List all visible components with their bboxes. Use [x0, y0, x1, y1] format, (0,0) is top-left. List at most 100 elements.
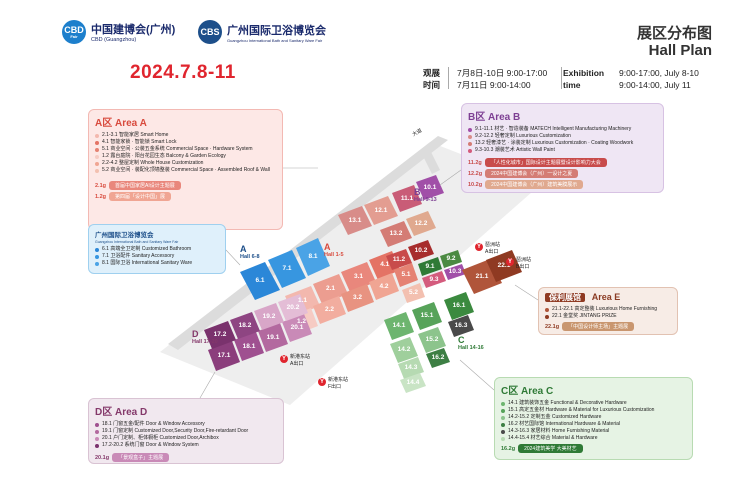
- panel-area-a-title: A区 Area A: [95, 118, 147, 129]
- booth-16-1-label: 16.1: [452, 302, 466, 309]
- schedule-en-value-2: 9:00-14:00, July 11: [619, 80, 691, 90]
- booth-9-2[interactable]: [440, 250, 462, 268]
- booth-21-1-label: 21.1: [475, 272, 489, 280]
- booth-18-1[interactable]: [234, 332, 264, 361]
- booth-9-1[interactable]: [418, 257, 442, 276]
- area-b-item: 9.2-12.2 轻奢定制 Luxurious Customization: [468, 133, 657, 140]
- booth-20-2[interactable]: [278, 294, 308, 321]
- booth-16-1[interactable]: [444, 292, 474, 320]
- booth-14-3[interactable]: [398, 357, 424, 379]
- area-a-item: 2.2-4.2 整屋定制 Whole House Customization: [95, 160, 276, 167]
- plan-title-cn: 展区分布图: [636, 25, 712, 42]
- area-a-item: 5.1 商业空间 · 公装五金系统 Commercial Space · Har…: [95, 146, 276, 153]
- schedule-en-label-1: Exhibition: [563, 68, 605, 78]
- booth-16-3[interactable]: [448, 315, 474, 337]
- booth-17-1[interactable]: [208, 341, 240, 371]
- cbs-badge-text: CBS: [200, 26, 220, 37]
- booth-15-1-label: 15.1: [420, 312, 434, 319]
- booth-12-2[interactable]: [406, 211, 436, 236]
- booth-19-1[interactable]: [258, 323, 288, 352]
- area-c-item: 14.2-15.2 定制五金 Customized Hardware: [501, 414, 686, 421]
- area-a-item: 4.1 智能家锁 · 智能锁 Smart Lock: [95, 139, 276, 146]
- booth-5-2[interactable]: [402, 283, 425, 303]
- hall-label-d-sub: Hall 17-20: [192, 339, 218, 345]
- panel-area-g-subtitle: Guangzhou International Bath and Sanitar…: [95, 240, 179, 244]
- booth-9-3[interactable]: [422, 271, 446, 288]
- hall-label-d-letter: D: [192, 329, 199, 339]
- panel-area-e-title: 保利展馆 Area E: [545, 292, 671, 303]
- booth-1-2-label: 1.2: [296, 318, 307, 325]
- booth-10-1[interactable]: [416, 175, 444, 200]
- schedule-divider-2: [561, 67, 562, 89]
- booth-15-2-label: 15.2: [425, 336, 439, 343]
- booth-6-1-label: 6.1: [255, 277, 265, 284]
- booth-3-1[interactable]: [341, 262, 376, 292]
- booth-10-3[interactable]: [444, 264, 466, 280]
- booth-12-1[interactable]: [364, 196, 398, 225]
- booth-17-2[interactable]: [204, 321, 236, 349]
- panel-area-a: A区 Area A 2.1-3.1 智能家居 Smart Home 4.1 智能…: [88, 109, 283, 230]
- booth-11-1-label: 11.1: [400, 194, 414, 202]
- booth-2-1[interactable]: [313, 274, 348, 304]
- booth-11-1[interactable]: [392, 185, 422, 212]
- area-b-item: 9.1-11.1 材艺 · 智造装备 MATECH Intelligent Ma…: [468, 126, 657, 133]
- booth-22-1[interactable]: [486, 250, 522, 282]
- hall-label-a-sub: Hall 1-5: [324, 252, 344, 258]
- schedule-cn-value-2: 7月11日 9:00-14:00: [457, 80, 531, 90]
- booth-5-1-label: 5.1: [401, 271, 411, 278]
- panel-area-g-title: 广州国际卫浴博览会: [95, 232, 154, 239]
- booth-19-1-label: 19.1: [266, 333, 280, 341]
- booth-4-2[interactable]: [369, 273, 399, 300]
- cbd-badge-text: CBD: [64, 24, 84, 35]
- booth-11-2[interactable]: [386, 249, 412, 270]
- area-e-item: 21.1-22.1 高定整装 Luxurious Home Furnishing: [545, 306, 671, 313]
- cbs-name-en: Guangzhou International Bath and Sanitar…: [227, 37, 323, 43]
- booth-3-2[interactable]: [341, 284, 374, 312]
- area-c-item: 14.4-15.4 材艺综合 Material & Hardware: [501, 435, 686, 442]
- booth-8-1[interactable]: [296, 238, 330, 276]
- hall-group-a: [285, 251, 425, 336]
- booth-5-1[interactable]: [394, 263, 418, 287]
- panel-area-e-title-tag: 保利展馆: [545, 293, 585, 302]
- booth-10-2[interactable]: [408, 240, 434, 261]
- area-b-tag: 11.2g「人性化城市」国际设计主题展暨设计影响力大会: [468, 158, 657, 167]
- booth-18-2[interactable]: [230, 312, 260, 339]
- hall-label-g-letter: A: [240, 244, 247, 254]
- leader-line-d: [199, 371, 216, 399]
- booth-8-1-label: 8.1: [308, 253, 318, 260]
- booth-14-4[interactable]: [400, 373, 426, 393]
- booth-6-1[interactable]: [240, 262, 280, 300]
- booth-13-1-label: 13.1: [348, 216, 362, 224]
- panel-area-c-title: C区 Area C: [501, 386, 554, 397]
- booth-7-1[interactable]: [268, 250, 306, 288]
- hall-group-c: [384, 292, 474, 393]
- area-b-item: 13.2 轻奢漆艺 · 涂装定制 Luxurious Customization…: [468, 140, 657, 147]
- booth-13-1[interactable]: [338, 206, 372, 235]
- booth-3-1-label: 3.1: [353, 273, 364, 280]
- booth-12-2-label: 12.2: [414, 219, 428, 227]
- area-a-item: 1.2 露台庭院 · 阳台花园生态 Balcony & Garden Ecolo…: [95, 153, 276, 160]
- panel-area-g: 广州国际卫浴博览会 Guangzhou International Bath a…: [88, 224, 226, 274]
- hall-group-e: [462, 250, 522, 294]
- booth-14-4-label: 14.4: [406, 379, 420, 386]
- area-d-item: 19.1 门窗定制 Customized Door,Security Door,…: [95, 428, 277, 435]
- booth-15-2[interactable]: [418, 327, 446, 353]
- area-d-item: 18.1 门窗五金/配件 Door & Window Accessory: [95, 421, 277, 428]
- booth-20-1[interactable]: [282, 314, 312, 342]
- panel-area-b-title: B区 Area B: [468, 112, 521, 123]
- booth-2-2[interactable]: [313, 296, 346, 324]
- booth-13-2[interactable]: [380, 221, 412, 247]
- booth-16-2[interactable]: [426, 348, 450, 368]
- panel-area-c: C区 Area C 14.1 建筑装饰五金 Functional & Decor…: [494, 377, 693, 460]
- side-road: [420, 146, 440, 174]
- booth-15-1[interactable]: [412, 302, 442, 330]
- booth-14-2[interactable]: [390, 337, 418, 363]
- area-c-item: 14.1 建筑装饰五金 Functional & Decorative Hard…: [501, 400, 686, 407]
- booth-14-1[interactable]: [384, 312, 414, 340]
- booth-19-2[interactable]: [254, 303, 284, 330]
